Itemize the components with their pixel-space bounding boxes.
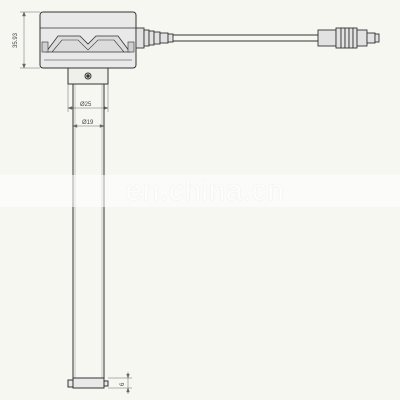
tip-dimension-label: 6 [120,382,126,386]
outer-diameter-label: Ø25 [80,102,92,108]
outer-diameter-dimension [67,84,109,112]
cable-connector [317,27,380,49]
watermark: en.china.cn [125,174,285,207]
inner-diameter-label: Ø19 [82,120,94,126]
height-dimension [20,11,40,69]
probe-tip [67,377,109,389]
probe-tube [72,84,105,378]
height-dimension-label: 35.93 [13,32,19,48]
mounting-flange [67,67,109,85]
sensor-cable [173,34,318,42]
cable-gland [135,27,174,49]
sensor-housing [39,11,137,69]
watermark-band [0,175,400,207]
tip-dimension [108,372,132,394]
